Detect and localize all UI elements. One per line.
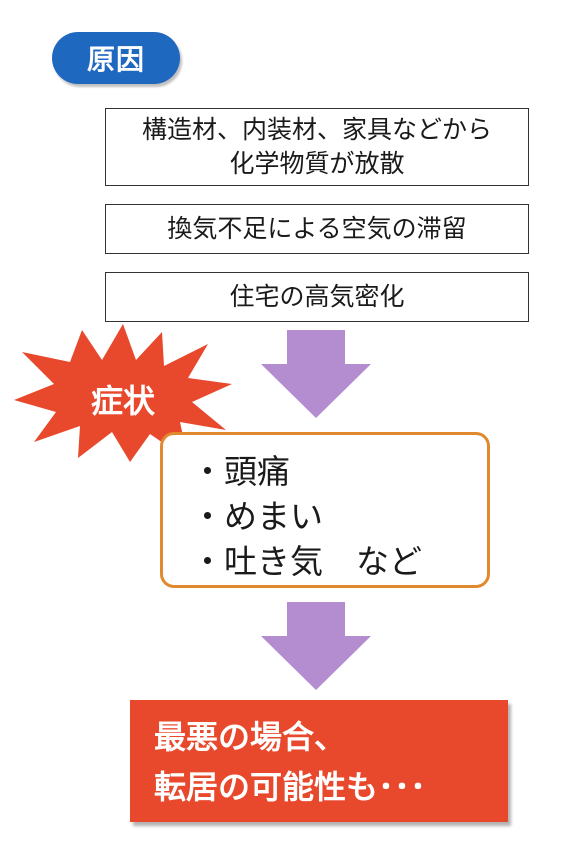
down-arrow-icon: [261, 602, 371, 690]
cause-item-ventilation: 換気不足による空気の滞留: [105, 204, 529, 254]
conclusion-box: 最悪の場合、 転居の可能性も･･･: [130, 700, 508, 822]
cause-item-chemicals: 構造材、内装材、家具などから 化学物質が放散: [105, 108, 529, 186]
down-arrow-icon: [261, 330, 371, 418]
conclusion-line-1: 最悪の場合、: [154, 718, 347, 756]
cause-item-chemicals-text: 構造材、内装材、家具などから 化学物質が放散: [141, 115, 492, 178]
symptom-list: ・頭痛 ・めまい ・吐き気 など: [160, 432, 490, 588]
cause-item-airtight: 住宅の高気密化: [105, 272, 529, 322]
symptom-item-dizziness: ・めまい: [191, 497, 323, 536]
cause-label: 原因: [52, 32, 180, 84]
conclusion-line-2: 転居の可能性も･･･: [154, 768, 427, 806]
cause-item-airtight-text: 住宅の高気密化: [229, 282, 405, 311]
symptom-starburst-icon: 症状: [14, 324, 232, 462]
cause-item-ventilation-text: 換気不足による空気の滞留: [167, 214, 467, 243]
symptom-item-nausea: ・吐き気 など: [191, 542, 422, 581]
symptom-item-headache: ・頭痛: [191, 452, 290, 491]
symptom-label: 症状: [91, 382, 156, 420]
